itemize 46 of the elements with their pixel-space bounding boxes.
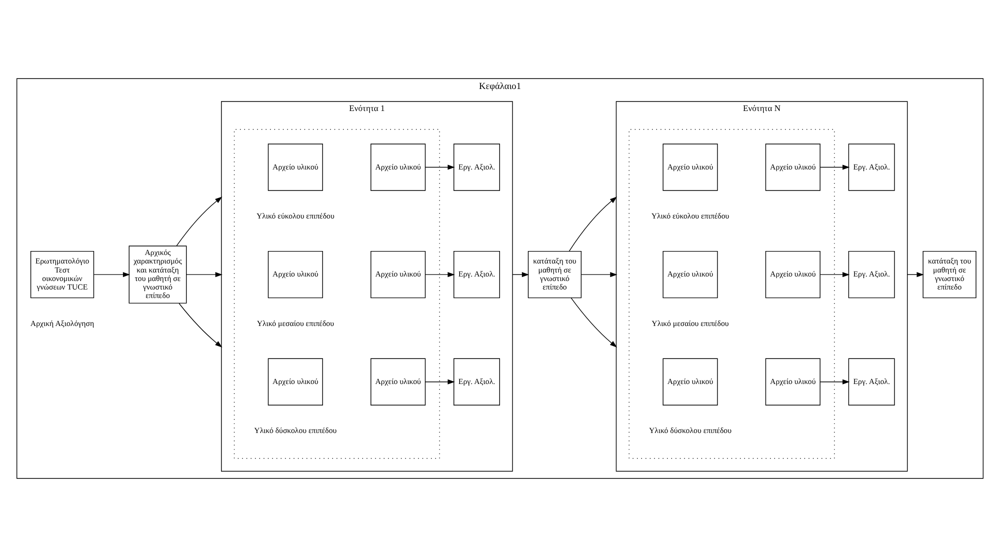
node-box: Αρχείο υλικού: [370, 144, 426, 191]
label: Υλικό δύσκολου επιπέδου: [254, 426, 337, 436]
arrow: [425, 164, 455, 170]
node-box: κατάταξη του μαθητή σε γνωστικό επίπεδο: [922, 250, 976, 298]
arrow: [512, 272, 530, 278]
arrow: [176, 196, 222, 246]
arrow: [820, 272, 850, 278]
node-box: Αρχείο υλικού: [662, 250, 718, 298]
node-box: Εργ. Αξιολ.: [848, 358, 895, 406]
arrow: [568, 196, 618, 252]
label: Υλικό μεσαίου επιπέδου: [652, 318, 729, 328]
node-box: Αρχείο υλικού: [268, 144, 323, 191]
node-box: Ερωτηματολόγιο Τεστ οικονομικών γνώσεων TUCE: [30, 250, 94, 298]
node-box: Αρχείο υλικού: [268, 358, 323, 406]
node-box: Αρχείο υλικού: [662, 144, 718, 191]
arrow: [820, 379, 850, 384]
arrow: [580, 272, 618, 278]
label: Υλικό εύκολου επιπέδου: [651, 212, 730, 221]
node-box: Αρχείο υλικού: [765, 358, 820, 406]
cluster: [628, 129, 835, 459]
node-box: Εργ. Αξιολ.: [454, 250, 500, 298]
label: Υλικό εύκολου επιπέδου: [256, 212, 334, 221]
arrow: [570, 298, 618, 348]
cluster: [234, 129, 440, 459]
node-box: Αρχείο υλικού: [370, 250, 426, 298]
arrow: [906, 272, 924, 278]
node-box: Αρχείο υλικού: [662, 358, 718, 406]
label: Υλικό μεσαίου επιπέδου: [256, 318, 334, 328]
node-box: Εργ. Αξιολ.: [848, 250, 895, 298]
node-box: Αρχείο υλικού: [765, 250, 820, 298]
node-box: Αρχείο υλικού: [370, 358, 426, 406]
node-box: Αρχείο υλικού: [268, 250, 323, 298]
arrow: [178, 303, 222, 348]
arrow: [93, 272, 130, 278]
arrow: [820, 164, 850, 170]
node-box: Εργ. Αξιολ.: [848, 144, 895, 191]
arrow: [186, 272, 222, 278]
label: Υλικό δύσκολου επιπέδου: [649, 426, 732, 436]
node-box: Εργ. Αξιολ.: [454, 358, 500, 406]
node-box: Αρχικός χαρακτηρισμός και κατάταξη του μαθητή σε γνωστικό επίπεδο: [128, 246, 187, 304]
node-box: κατάταξη του μαθητή σε γνωστικό επίπεδο: [528, 250, 582, 298]
arrow: [425, 379, 455, 384]
label: Αρχική Αξιολόγηση: [30, 318, 94, 328]
node-box: Αρχείο υλικού: [765, 144, 820, 191]
node-box: Εργ. Αξιολ.: [454, 144, 500, 191]
arrow: [425, 272, 455, 278]
